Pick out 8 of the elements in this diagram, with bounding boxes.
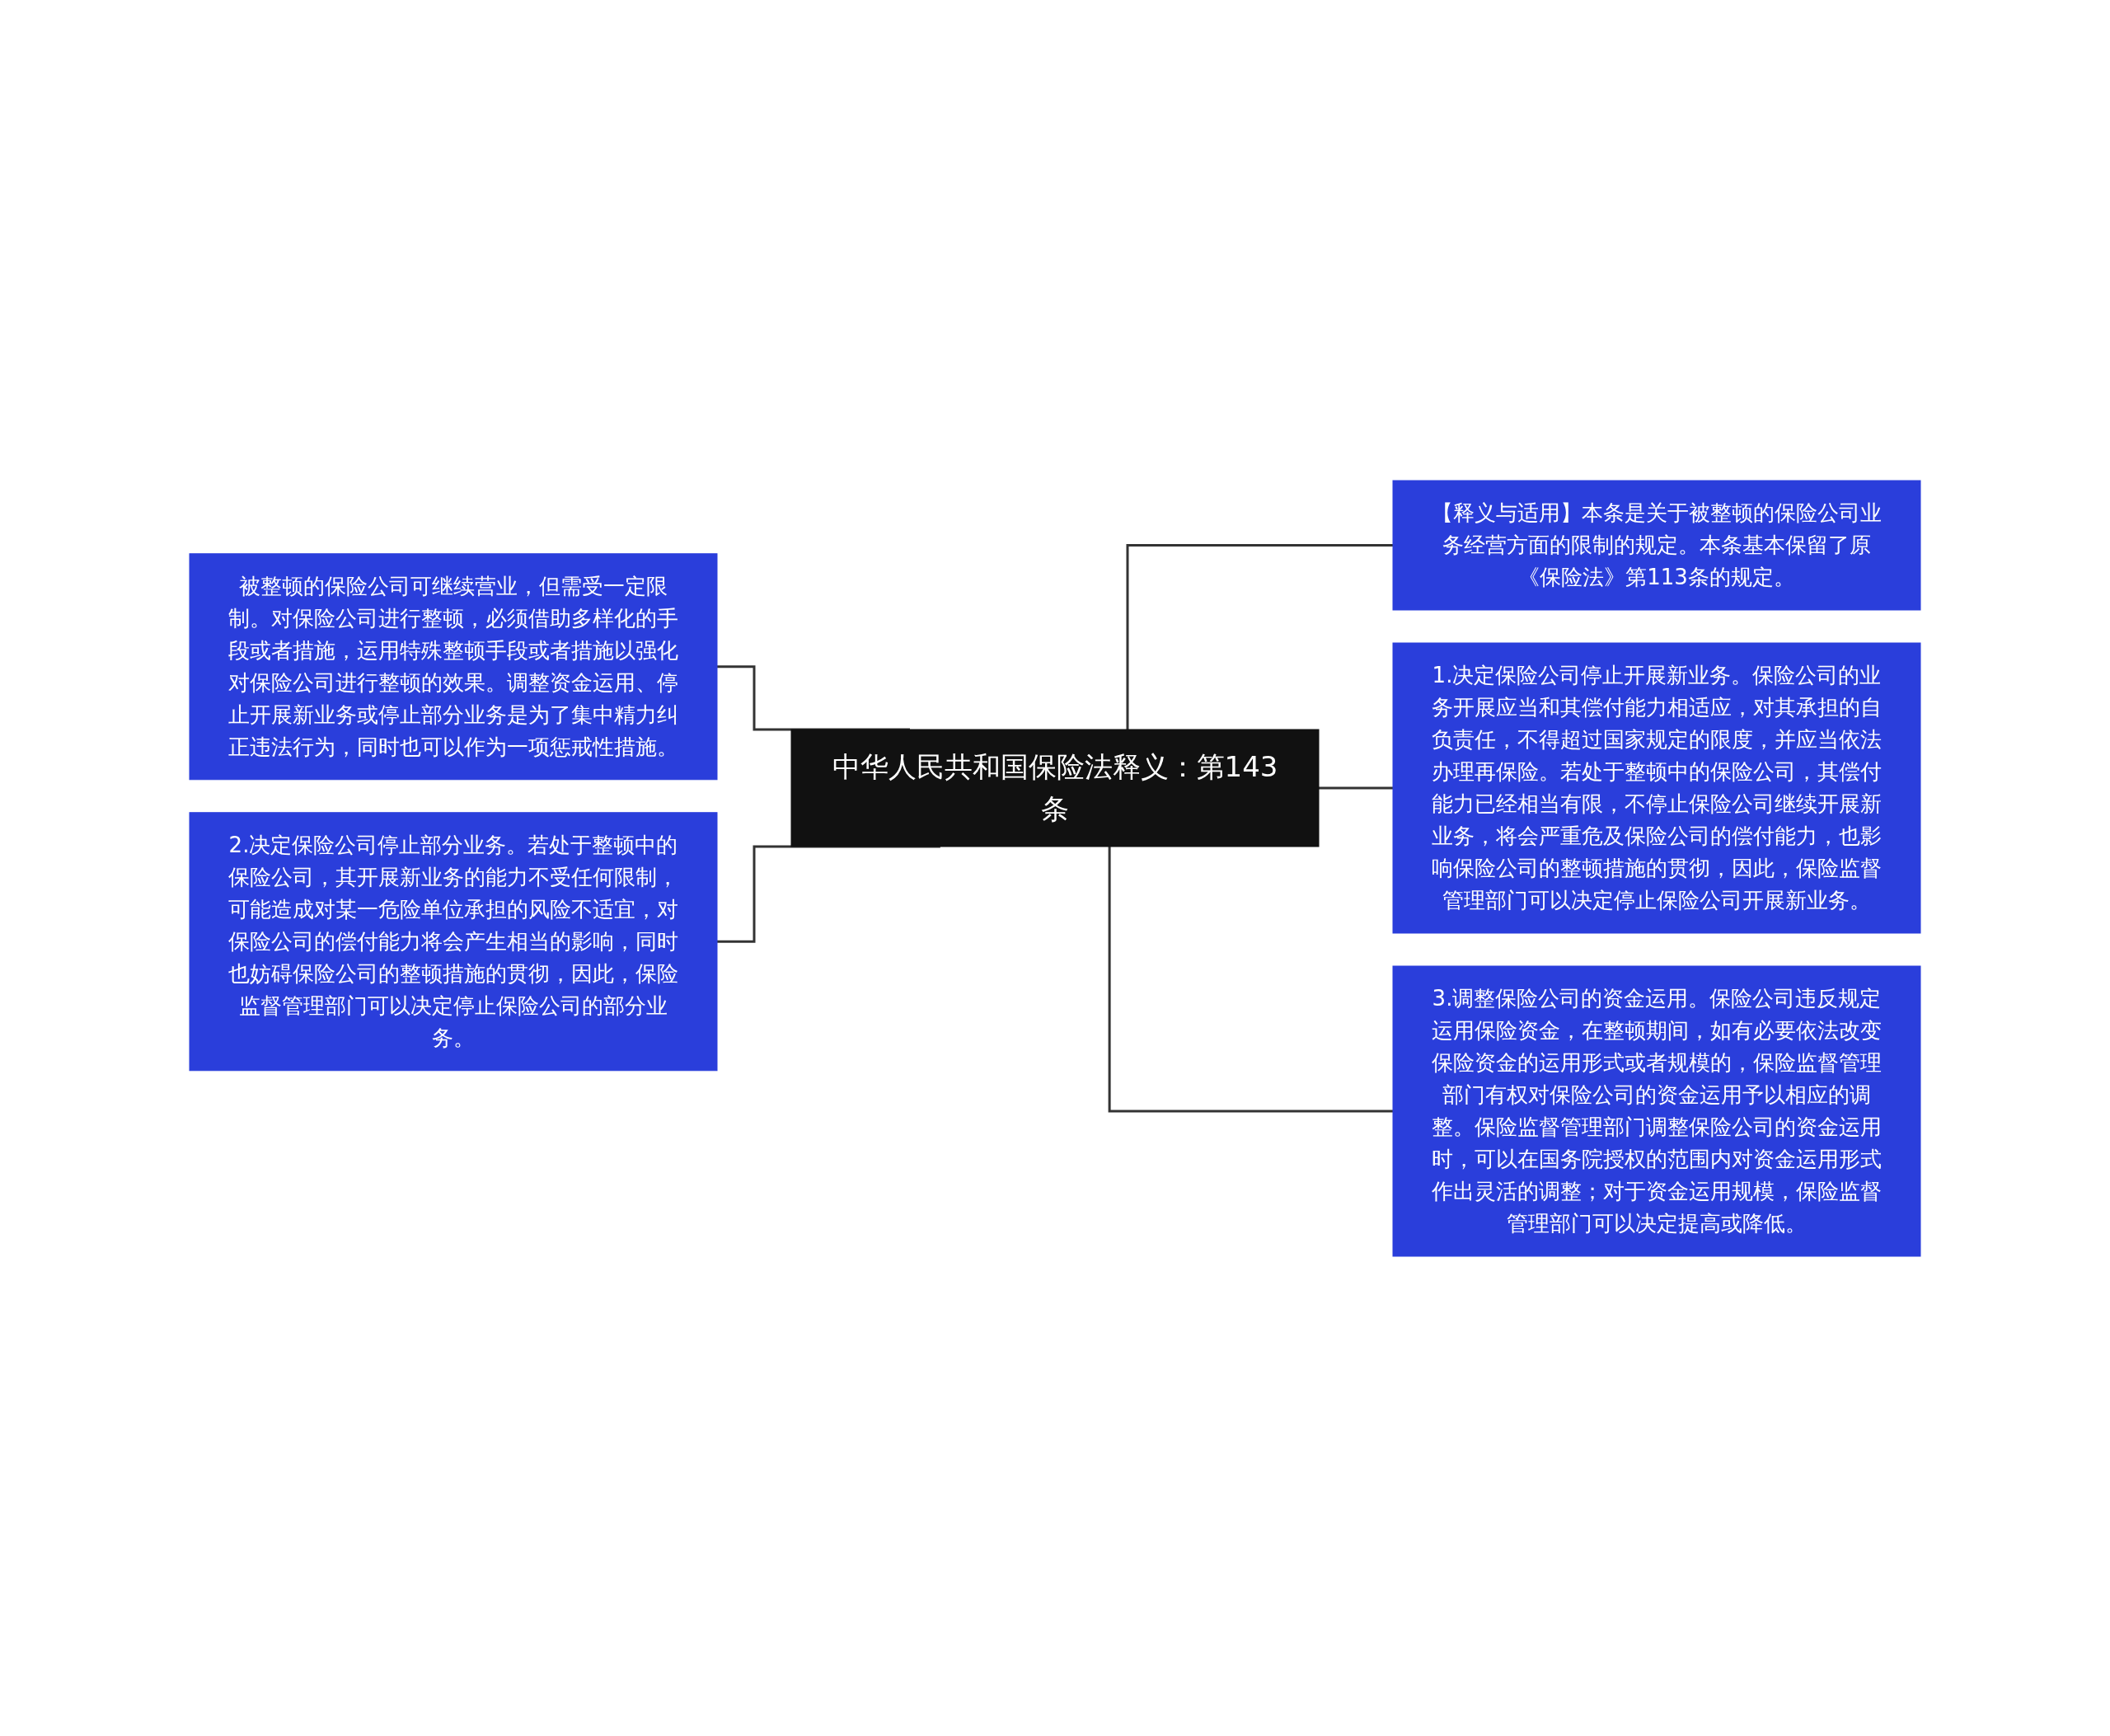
node-box: 3.调整保险公司的资金运用。保险公司违反规定运用保险资金，在整顿期间，如有必要依法改变保险资金的运用形式或者规模的，保险监督管理部门有权对保险公司的资金运用予以相应的调整。保险监督管理部门调整保险公司的资金运用时，可以在国务院授权的范围内对资金运用形式作出灵活的调整；对于资金运用规模，保险监督管理部门可以决定提高或降低。	[1392, 965, 1921, 1256]
node-box: 中华人民共和国保险法释义：第143条	[790, 729, 1320, 847]
node-box: 1.决定保险公司停止开展新业务。保险公司的业务开展应当和其偿付能力相适应，对其承担的自负责任，不得超过国家规定的限度，并应当依法办理再保险。若处于整顿中的保险公司，其偿付能力已经相当有限，不停止保险公司继续开展新业务，将会严重危及保险公司的偿付能力，也影响保险公司的整顿措施的贯彻，因此，保险监督管理部门可以决定停止保险公司开展新业务。	[1392, 642, 1921, 933]
connector	[1108, 846, 1393, 1112]
node-box: 2.决定保险公司停止部分业务。若处于整顿中的保险公司，其开展新业务的能力不受任何限制，可能造成对某一危险单位承担的风险不适宜，对保险公司的偿付能力将会产生相当的影响，同时也妨碍保险公司的整顿措施的贯彻，因此，保险监督管理部门可以决定停止保险公司的部分业务。	[189, 811, 718, 1071]
node-box: 【释义与适用】本条是关于被整顿的保险公司业务经营方面的限制的规定。本条基本保留了原《保险法》第113条的规定。	[1392, 480, 1921, 610]
connector	[1126, 543, 1393, 730]
node-box: 被整顿的保险公司可继续营业，但需受一定限制。对保险公司进行整顿，必须借助多样化的手段或者措施，运用特殊整顿手段或者措施以强化对保险公司进行整顿的效果。调整资金运用、停止开展新业务或停止部分业务是为了集中精力纠正违法行为，同时也可以作为一项惩戒性措施。	[189, 552, 718, 780]
